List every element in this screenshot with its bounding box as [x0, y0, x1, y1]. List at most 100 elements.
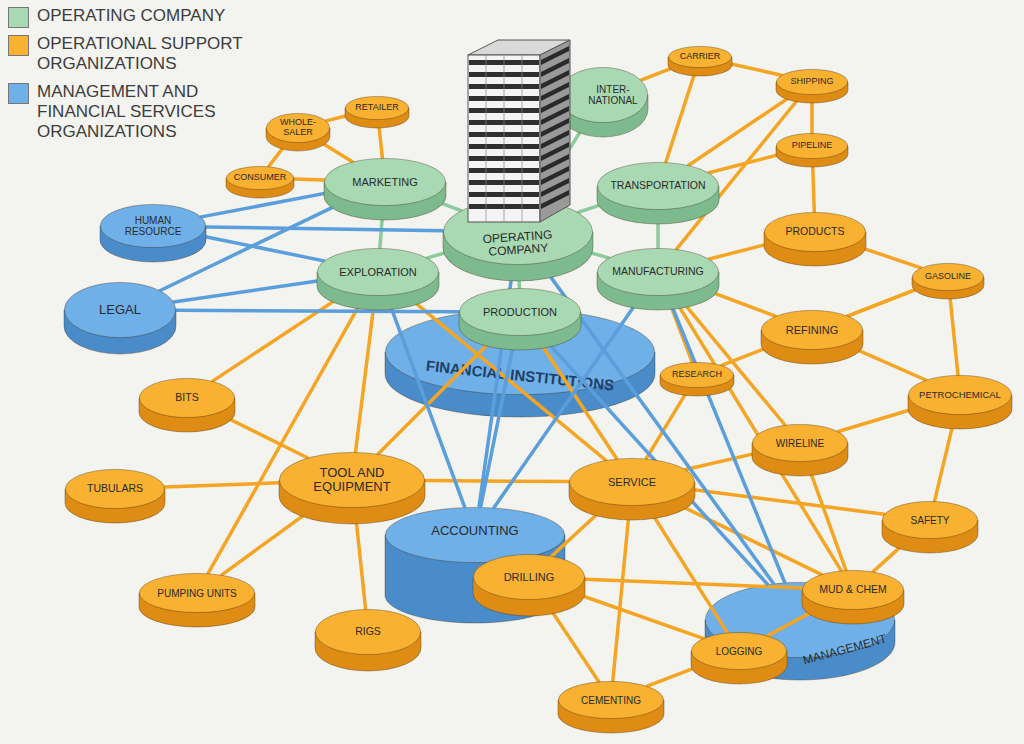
- disk-top: [317, 248, 438, 295]
- legend-text: OPERATING COMPANY: [37, 6, 289, 26]
- node-label: PRODUCTION: [463, 306, 577, 318]
- node-label: HUMAN RESOURCE: [113, 215, 193, 237]
- disk-top: [459, 288, 580, 335]
- connector-line: [848, 287, 922, 316]
- disk-top: [668, 46, 731, 67]
- legend-swatch: [8, 83, 29, 104]
- support-org-disk: REFINING: [761, 310, 863, 364]
- disk-outline: [324, 158, 446, 220]
- connector-line: [646, 388, 689, 459]
- building-front: [468, 55, 540, 222]
- disk-top: [558, 681, 663, 718]
- legend: OPERATING COMPANY OPERATIONAL SUPPORT ORG…: [8, 6, 289, 147]
- disk-top: [882, 501, 977, 538]
- disk-outline: [761, 310, 863, 364]
- disk-outline: [908, 375, 1012, 429]
- disk-top: [776, 69, 847, 94]
- support-org-disk: RIGS: [315, 609, 421, 671]
- disk-top: [100, 204, 205, 247]
- node-label: MARKETING: [329, 176, 441, 188]
- node-label: INTER- NATIONAL: [585, 84, 641, 106]
- disk-outline: [558, 681, 664, 733]
- connector-line: [201, 236, 324, 261]
- disk-outline: [64, 282, 176, 354]
- window-mullion: [486, 55, 487, 222]
- node-label: PUMPING UNITS: [142, 588, 252, 599]
- node-label: EXPLORATION: [321, 266, 435, 278]
- support-org-disk: GASOLINE: [912, 263, 984, 299]
- disk-outline: [459, 288, 581, 350]
- node-label: BITS: [143, 392, 231, 404]
- support-org-disk: RETAILER: [345, 96, 409, 128]
- window-band: [541, 154, 569, 173]
- connector-line: [213, 293, 347, 382]
- legend-text: MANAGEMENT AND FINANCIAL SERVICES ORGANI…: [37, 82, 289, 142]
- support-org-disk: WHOLE- SALER: [266, 113, 330, 151]
- disk-outline: [691, 632, 787, 684]
- connector-line: [949, 291, 958, 375]
- node-label: SAFETY: [885, 515, 975, 526]
- support-org-disk: SHIPPING: [776, 69, 848, 103]
- disk-outline: [764, 212, 866, 266]
- connector-line: [356, 296, 376, 452]
- support-org-disk: PRODUCTS: [764, 212, 866, 266]
- connector-line: [709, 154, 783, 173]
- window-band: [469, 120, 539, 125]
- support-org-disk: MUD & CHEM: [802, 570, 904, 624]
- disk-top: [279, 452, 424, 507]
- connector-line: [425, 481, 569, 482]
- window-band: [469, 144, 539, 149]
- disk-top: [443, 199, 592, 264]
- disk-outline: [597, 248, 719, 310]
- support-org-disk: TUBULARS: [65, 469, 165, 523]
- connector-line: [692, 490, 885, 515]
- window-band: [469, 192, 539, 197]
- building-windows: [469, 46, 569, 222]
- company-unit-disk: INTER- NATIONAL: [558, 67, 648, 137]
- disk-outline: [315, 609, 421, 671]
- window-mullion: [522, 55, 523, 222]
- node-label: MUD & CHEM: [805, 584, 901, 596]
- node-label: PRODUCTS: [768, 226, 862, 238]
- connector-line: [807, 462, 846, 570]
- node-label: PIPELINE: [779, 141, 845, 151]
- disk-top: [569, 458, 694, 505]
- disk-outline: [569, 458, 695, 520]
- node-label: MANUFACTURING: [600, 266, 716, 278]
- disk-top: [912, 263, 983, 290]
- disk-top: [345, 96, 408, 119]
- legend-entry: OPERATIONAL SUPPORT ORGANIZATIONS: [8, 34, 289, 74]
- node-label: SHIPPING: [779, 77, 845, 87]
- node-label: WHOLE- SALER: [278, 118, 318, 138]
- window-band: [541, 142, 569, 161]
- node-label: TOOL AND EQUIPMENT: [297, 466, 407, 495]
- building-roof: [468, 40, 570, 55]
- company-unit-disk: PRODUCTION: [459, 288, 581, 350]
- connector-line: [208, 295, 365, 573]
- node-label: RIGS: [320, 626, 416, 638]
- node-label: RETAILER: [348, 103, 406, 113]
- connector-line: [613, 506, 630, 681]
- connector-line: [677, 295, 785, 425]
- disk-top: [324, 158, 445, 205]
- legend-entry: MANAGEMENT AND FINANCIAL SERVICES ORGANI…: [8, 82, 289, 142]
- disk-top: [139, 573, 254, 612]
- disk-top: [226, 166, 293, 189]
- support-org-disk: PETROCHEMICAL: [908, 375, 1012, 429]
- window-band: [469, 132, 539, 137]
- connector-line: [722, 287, 923, 365]
- disk-top: [266, 113, 329, 142]
- company-unit-disk: OPERATING COMPANY: [443, 199, 593, 281]
- disk-top: [597, 162, 718, 209]
- legend-entry: OPERATING COMPANY: [8, 6, 289, 28]
- support-org-disk: CEMENTING: [558, 681, 664, 733]
- legend-text: OPERATIONAL SUPPORT ORGANIZATIONS: [37, 34, 289, 74]
- disk-top: [473, 554, 584, 599]
- service-org-disk: HUMAN RESOURCE: [100, 204, 206, 262]
- support-org-disk: RESEARCH: [660, 362, 734, 396]
- legend-swatch: [8, 7, 29, 28]
- window-band: [469, 84, 539, 89]
- disk-outline: [882, 501, 978, 553]
- node-label: LOGGING: [694, 646, 784, 657]
- node-label: SERVICE: [574, 476, 690, 488]
